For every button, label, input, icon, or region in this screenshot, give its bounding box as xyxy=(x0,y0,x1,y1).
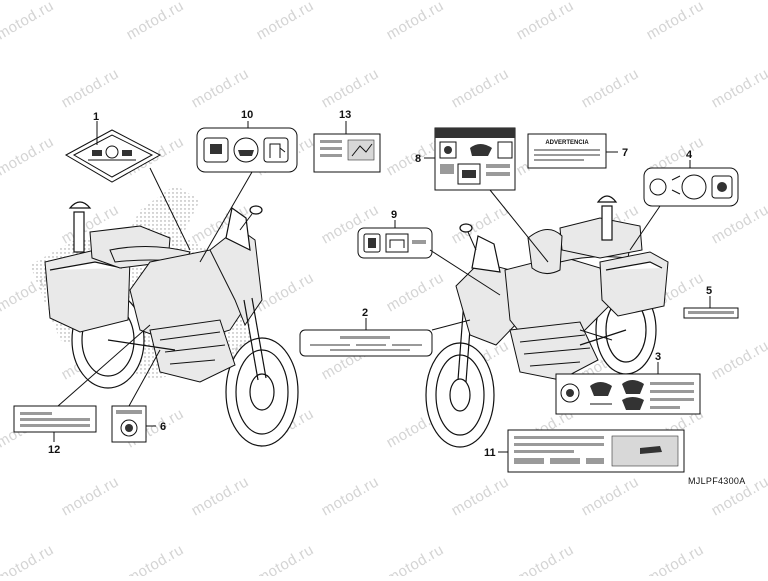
watermark-text: motod.ru xyxy=(0,133,57,179)
callout-7: 7 xyxy=(622,147,628,159)
label-13 xyxy=(314,134,380,172)
watermark-text: motod.ru xyxy=(189,473,252,519)
callout-9: 9 xyxy=(391,209,397,221)
label-10-icons xyxy=(197,128,297,172)
watermark-text: motod.ru xyxy=(124,541,187,576)
callout-5: 5 xyxy=(706,285,712,297)
watermark-text: motod.ru xyxy=(254,541,317,576)
watermark-text: motod.ru xyxy=(254,269,317,315)
watermark-text: motod.ru xyxy=(319,473,382,519)
label-11 xyxy=(508,430,684,472)
watermark-text: motod.ru xyxy=(449,65,512,111)
callout-3: 3 xyxy=(655,351,661,363)
watermark-text: motod.ru xyxy=(709,337,768,383)
diagram-code: MJLPF4300A xyxy=(688,476,746,486)
watermark-text: motod.ru xyxy=(384,541,447,576)
watermark-text: motod.ru xyxy=(0,0,57,43)
watermark-text: motod.ru xyxy=(59,65,122,111)
watermark-text: motod.ru xyxy=(709,65,768,111)
watermark-text: motod.ru xyxy=(579,65,642,111)
callout-8: 8 xyxy=(415,153,421,165)
callout-4: 4 xyxy=(686,149,693,161)
callout-10: 10 xyxy=(241,109,253,121)
watermark-text: motod.ru xyxy=(384,269,447,315)
label-12 xyxy=(14,406,96,432)
callout-11: 11 xyxy=(484,447,496,459)
label-8 xyxy=(435,128,515,190)
label-1-diamond xyxy=(66,130,160,182)
warning-label-text: ADVERTENCIA xyxy=(545,140,589,146)
watermark-text: motod.ru xyxy=(449,473,512,519)
watermark-text: motod.ru xyxy=(709,201,768,247)
callout-12: 12 xyxy=(48,444,60,456)
watermark-text: motod.ru xyxy=(644,541,707,576)
label-6 xyxy=(112,406,146,442)
label-7-warning: ADVERTENCIA xyxy=(528,134,606,168)
callout-13: 13 xyxy=(339,109,351,121)
callout-6: 6 xyxy=(160,421,166,433)
watermark-text: motod.ru xyxy=(124,0,187,43)
label-5 xyxy=(684,308,738,318)
label-3 xyxy=(556,374,700,414)
callout-1: 1 xyxy=(93,111,99,123)
watermark-text: motod.ru xyxy=(254,0,317,43)
callout-2: 2 xyxy=(362,307,368,319)
watermark-text: motod.ru xyxy=(59,473,122,519)
watermark-text: motod.ru xyxy=(514,541,577,576)
label-4 xyxy=(644,168,738,206)
watermark-text: motod.ru xyxy=(644,0,707,43)
watermark-text: motod.ru xyxy=(319,65,382,111)
watermark-text: motod.ru xyxy=(0,541,57,576)
watermark-text: motod.ru xyxy=(579,473,642,519)
watermark-text: motod.ru xyxy=(514,0,577,43)
watermark-text: motod.ru xyxy=(384,0,447,43)
label-2 xyxy=(300,330,432,356)
label-9 xyxy=(358,228,432,258)
watermark-text: motod.ru xyxy=(189,65,252,111)
